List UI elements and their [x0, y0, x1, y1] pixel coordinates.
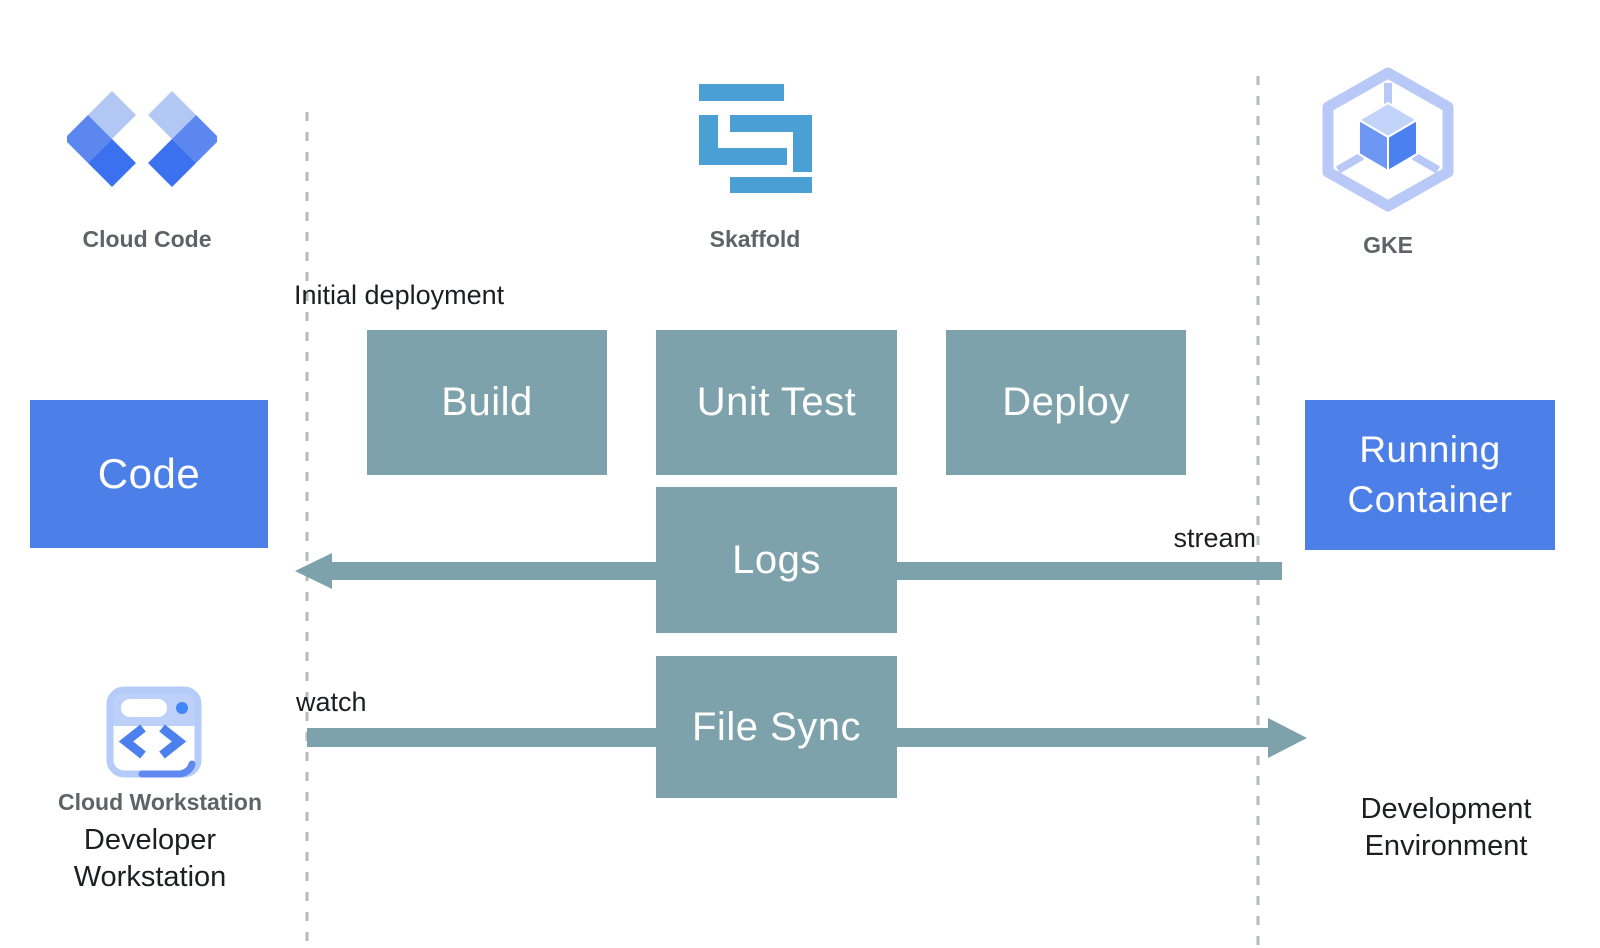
annotation-watch: watch: [296, 687, 367, 717]
node-deploy: Deploy: [946, 330, 1186, 475]
node-logs: Logs: [656, 487, 897, 633]
cloud-code-label: Cloud Code: [82, 226, 212, 252]
node-running-container: Running Container: [1305, 400, 1555, 550]
node-running-container-label: Running Container: [1347, 429, 1513, 520]
node-unit-test: Unit Test: [656, 330, 897, 475]
gke-hexagon-cube-icon: [1322, 67, 1454, 212]
node-code: Code: [30, 400, 268, 548]
development-environment-label: Development Environment: [1360, 793, 1532, 863]
node-unit-test-label: Unit Test: [696, 380, 857, 424]
node-deploy-label: Deploy: [1002, 380, 1130, 424]
gke-label: GKE: [1363, 232, 1413, 258]
annotation-initial-deployment: Initial deployment: [294, 280, 505, 310]
cloud-code-diamonds-icon: [67, 91, 217, 187]
logs-arrow-head-icon: [295, 553, 332, 589]
lane-divider-left: [305, 112, 309, 948]
node-code-label: Code: [97, 450, 201, 497]
file-sync-arrow-head-icon: [1268, 718, 1307, 758]
node-build: Build: [367, 330, 607, 475]
cloud-workstation-label: Cloud Workstation: [57, 789, 262, 815]
annotation-stream: stream: [1173, 523, 1256, 553]
skaffold-s-icon: [699, 84, 812, 193]
lane-divider-right: [1256, 76, 1260, 948]
node-logs-label: Logs: [732, 537, 821, 582]
node-file-sync-label: File Sync: [692, 704, 861, 749]
node-file-sync: File Sync: [656, 656, 897, 798]
node-build-label: Build: [441, 380, 533, 424]
code-window-icon: [106, 686, 202, 778]
skaffold-label: Skaffold: [709, 226, 801, 252]
developer-workstation-label: Developer Workstation: [73, 824, 227, 894]
